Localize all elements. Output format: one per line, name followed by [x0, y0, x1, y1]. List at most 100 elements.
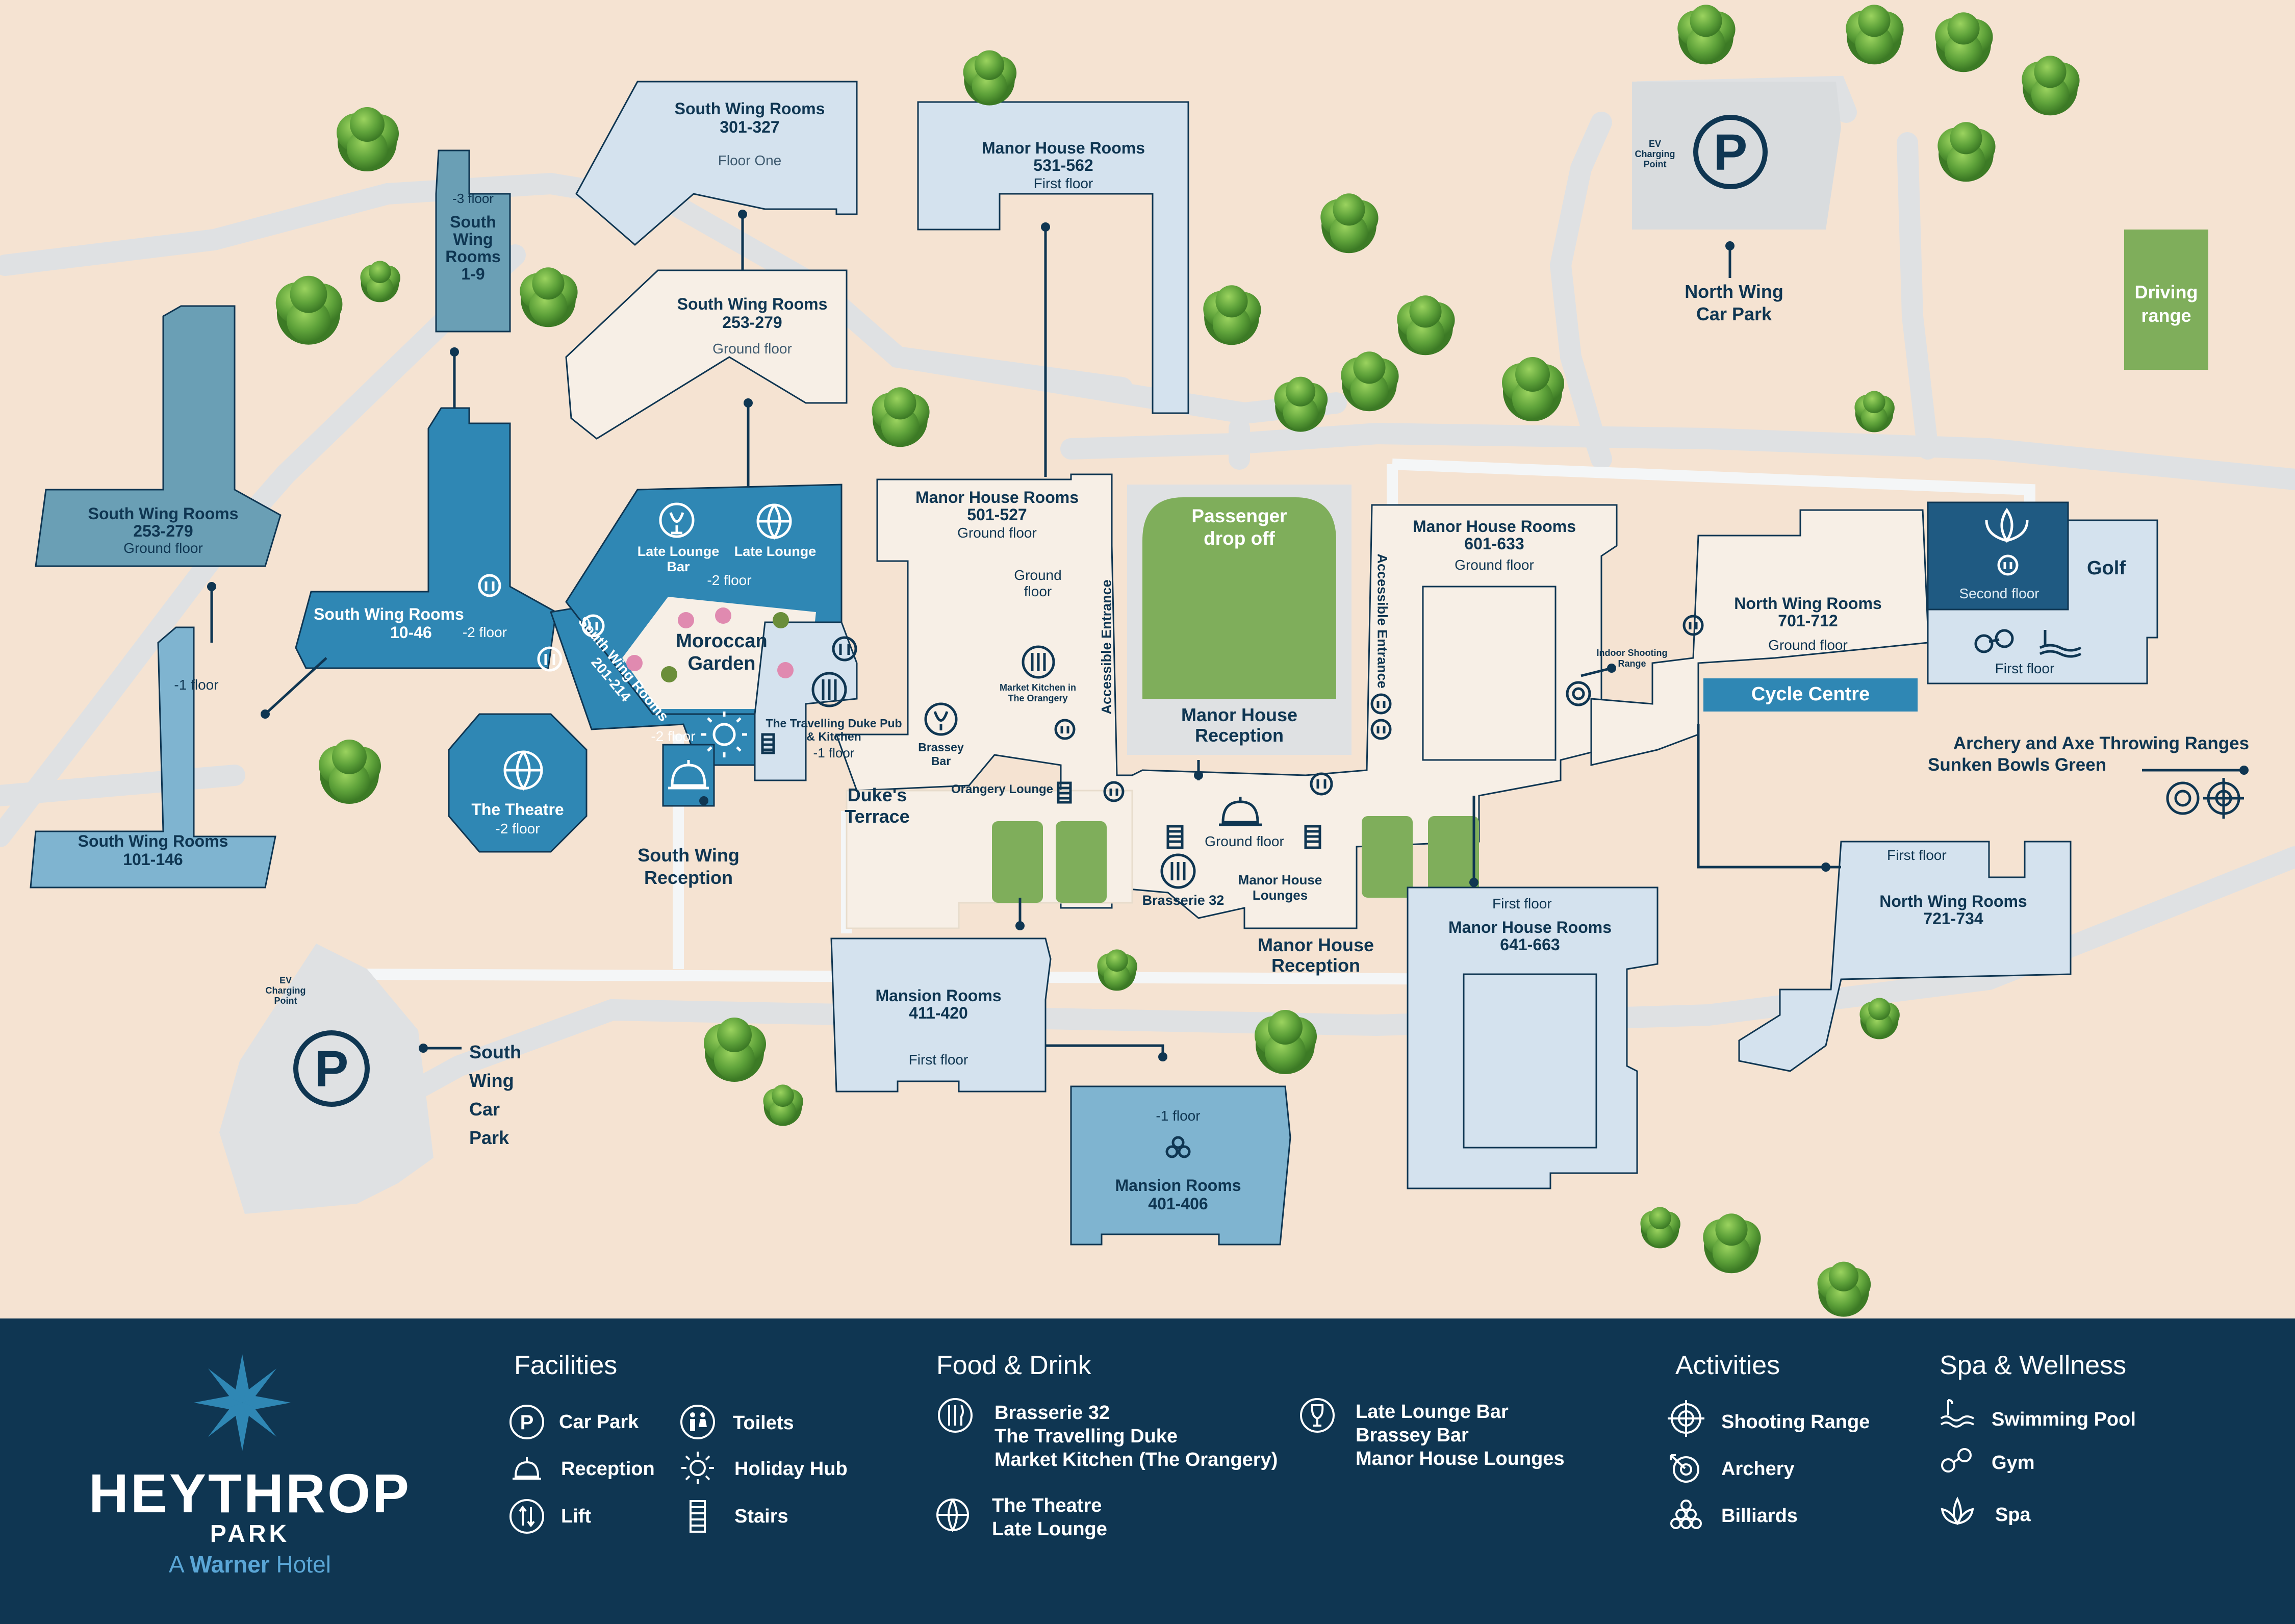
archery-icon — [2166, 781, 2200, 815]
brand-tagline: A Warner Hotel — [87, 1551, 413, 1578]
spa-map-icons — [1985, 508, 2029, 576]
gym-icon — [1974, 629, 2014, 653]
floor-label: Ground floor — [712, 341, 792, 357]
cutlery-icon — [938, 1398, 973, 1433]
market-kitchen-label: Market Kitchen in The Orangery — [999, 682, 1077, 703]
floor-label: Floor One — [718, 153, 782, 168]
wine-glass-icon — [1300, 1398, 1335, 1433]
stairs-icon — [1057, 781, 1072, 804]
north-wing-rooms-721-building — [1738, 841, 2072, 1072]
lift-icon — [1997, 554, 2019, 576]
legend-manor-house-lounges: Manor House Lounges — [1356, 1448, 1565, 1469]
late-lounge-floor-label: -2 floor — [707, 572, 752, 588]
tree-icon — [763, 1084, 803, 1126]
building-name: Manor House Rooms — [915, 488, 1079, 506]
manor-house-reception-bottom-label: Manor House Reception — [1257, 934, 1374, 976]
tree-icon — [1274, 376, 1328, 432]
north-wing-car-park-label[interactable]: North Wing Car Park — [1685, 281, 1783, 324]
moroccan-garden-label: Moroccan Garden — [676, 630, 768, 674]
flower-icon — [626, 655, 643, 671]
tree-icon — [1203, 285, 1261, 345]
floor-label: Ground floor — [1455, 557, 1534, 573]
south-wing-car-park-label[interactable]: South Wing Car Park — [469, 1038, 597, 1152]
activities-heading: Activities — [1675, 1351, 1780, 1380]
svg-text:P: P — [520, 1411, 534, 1434]
brand-park: PARK — [210, 1520, 290, 1547]
the-theatre-building — [448, 713, 588, 853]
food-drink-heading: Food & Drink — [936, 1351, 1091, 1380]
building-name: South Wing Rooms — [78, 832, 228, 850]
floor-label: -1 floor — [813, 745, 855, 760]
building-name: South Wing Rooms — [314, 605, 464, 623]
reception-bell-icon — [1219, 797, 1262, 826]
spa-first-floor-label: First floor — [1995, 661, 2055, 676]
tree-icon — [1341, 351, 1399, 412]
legend-lift: Lift — [561, 1506, 592, 1527]
north-parking-p: P — [1714, 124, 1748, 181]
building-name: North Wing Rooms — [1734, 594, 1882, 613]
swimming-pool-icon — [2039, 630, 2082, 658]
legend-reception: Reception — [561, 1458, 655, 1480]
building-name: South Wing Rooms — [677, 295, 828, 313]
tree-icon — [275, 275, 343, 345]
tree-icon — [1320, 193, 1379, 253]
legend-stairs: Stairs — [734, 1506, 788, 1527]
lawn-2 — [1056, 821, 1107, 903]
leader-dots — [207, 210, 2249, 1061]
room-range: 601-633 — [1464, 535, 1524, 553]
travelling-duke-label: The Travelling Duke Pub & Kitchen -1 floo… — [765, 717, 903, 759]
reception-bell-icon — [668, 760, 709, 790]
spa-second-floor-block — [1927, 501, 2069, 611]
holiday-hub-icon — [701, 712, 747, 757]
stairs-icon — [690, 1500, 706, 1533]
south-wing-rooms-101-building — [30, 626, 276, 889]
tree-icon — [1097, 949, 1137, 991]
toilets-icon — [680, 1405, 715, 1439]
legend-car-park: Car Park — [559, 1411, 639, 1433]
archery-label-line2: Sunken Bowls Green — [1928, 755, 2107, 775]
flower-icon — [678, 612, 694, 628]
passenger-drop-off-label: Passenger drop off — [1191, 505, 1287, 549]
parking-signs: P P — [293, 115, 1768, 1107]
floor-label: -2 floor — [462, 624, 507, 640]
tree-icon — [360, 261, 400, 302]
legend-swimming-pool: Swimming Pool — [1992, 1409, 2136, 1430]
name-line: 1-9 — [461, 265, 485, 283]
dark-map-icons — [761, 615, 2244, 1158]
legend-shooting-range: Shooting Range — [1721, 1411, 1870, 1433]
the-theatre-label: The Theatre-2 floor — [449, 800, 586, 839]
floor-label: Ground floor — [123, 540, 203, 556]
ev-charging-south-label: EV Charging Point — [265, 975, 306, 1006]
room-range: 401-406 — [1148, 1195, 1208, 1213]
archery-icon — [1670, 1454, 1699, 1483]
venue-name: The Travelling Duke Pub & Kitchen — [766, 717, 902, 743]
heythrop-star-logo — [194, 1354, 291, 1451]
legend-toilets: Toilets — [733, 1412, 794, 1434]
room-range: 721-734 — [1923, 909, 1983, 928]
cycle-centre-block — [1703, 678, 1918, 712]
shooting-target-icon — [1566, 681, 1591, 706]
theatre-globe-icon — [936, 1499, 969, 1533]
reception-bell-icon — [513, 1457, 541, 1480]
legend-market-kitchen: Market Kitchen (The Orangery) — [994, 1449, 1278, 1470]
shooting-target-icon — [2203, 778, 2244, 819]
room-range: 101-146 — [123, 850, 183, 869]
cycle-centre-label[interactable]: Cycle Centre — [1751, 683, 1870, 705]
footpaths — [0, 75, 2295, 1133]
floor-label: Ground floor — [957, 525, 1037, 541]
legend-gym: Gym — [1992, 1452, 2035, 1474]
venue-name: The Theatre — [471, 800, 564, 819]
room-range: 411-420 — [909, 1004, 968, 1022]
room-range: 531-562 — [1033, 156, 1093, 174]
tagline-brand: Warner — [189, 1551, 270, 1578]
room-range: 701-712 — [1778, 612, 1838, 630]
ground-floor-small-label: Ground floor — [1014, 567, 1062, 599]
building-name: Mansion Rooms — [875, 986, 1002, 1005]
name-line: Wing — [453, 230, 493, 248]
